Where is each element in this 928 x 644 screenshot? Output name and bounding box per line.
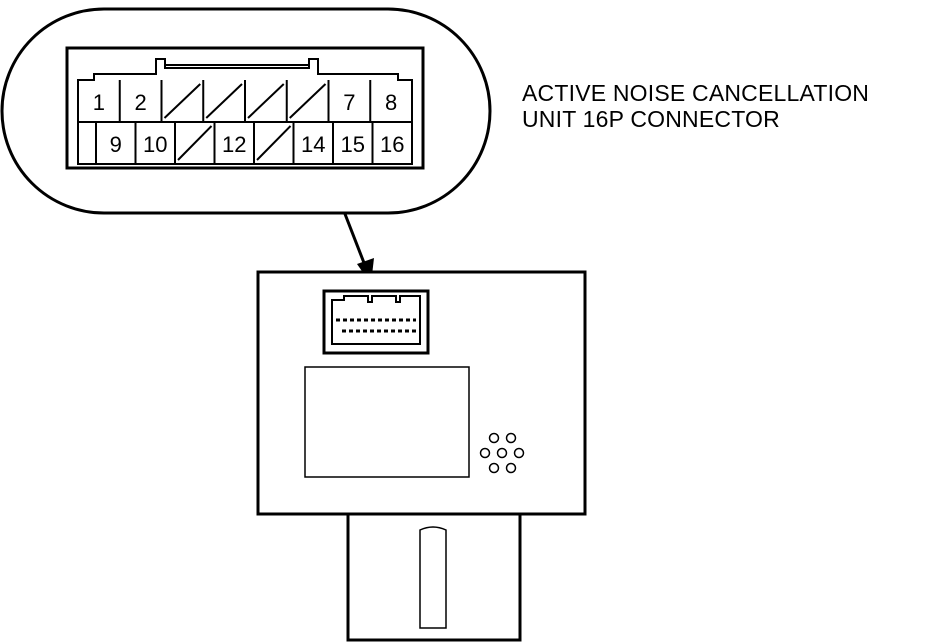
pin-number-12: 12 <box>222 132 246 157</box>
pin-number-15: 15 <box>341 132 365 157</box>
caption-line-1: ACTIVE NOISE CANCELLATION <box>522 80 870 106</box>
mic-holes <box>479 432 525 474</box>
pin-number-2: 2 <box>135 90 147 115</box>
pin-number-9: 9 <box>110 132 122 157</box>
empty-pin-slash <box>256 125 292 161</box>
pin-number-7: 7 <box>343 90 355 115</box>
empty-pin-slash <box>163 83 201 119</box>
connector-housing <box>65 46 425 170</box>
caption-line-2: UNIT 16P CONNECTOR <box>522 106 780 132</box>
pin-number-16: 16 <box>380 132 404 157</box>
pin-number-8: 8 <box>385 90 397 115</box>
unit-label-plate <box>304 366 470 478</box>
empty-pin-slash <box>289 83 327 119</box>
pin-number-10: 10 <box>143 132 167 157</box>
unit-mounting-tab <box>346 512 522 642</box>
unit-connector <box>322 289 430 355</box>
empty-pin-slash <box>205 83 243 119</box>
pin-number-1: 1 <box>93 90 105 115</box>
empty-pin-slash <box>247 83 285 119</box>
connector-inner-outline <box>77 58 413 165</box>
diagram-caption: ACTIVE NOISE CANCELLATION UNIT 16P CONNE… <box>522 80 869 132</box>
pin-number-14: 14 <box>301 132 325 157</box>
empty-pin-slash <box>177 125 213 161</box>
